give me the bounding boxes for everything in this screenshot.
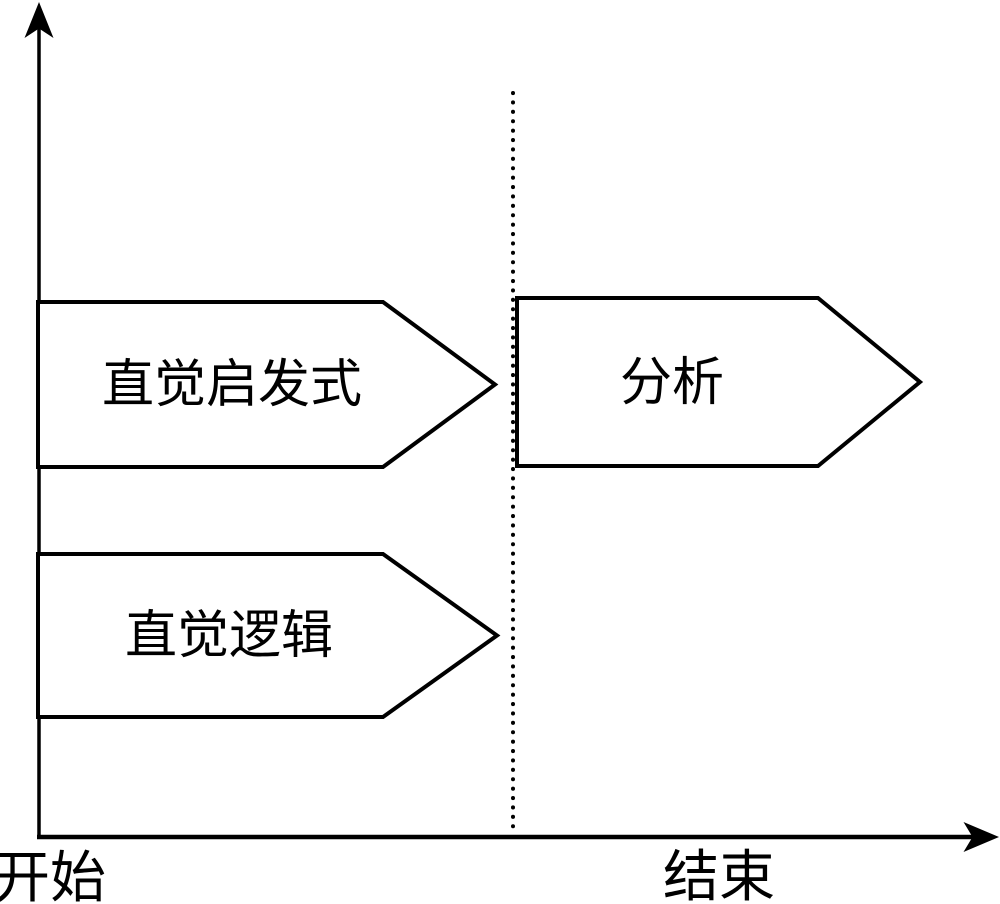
y-axis-arrowhead xyxy=(24,2,54,38)
stage-arrow-intuitive-heuristic xyxy=(36,300,499,469)
stage-arrow-intuitive-logic xyxy=(36,552,501,719)
stage-label-analysis: 分析 xyxy=(620,353,724,413)
stage-label-intuitive-heuristic: 直觉启发式 xyxy=(102,355,362,415)
axis-start-label: 开始 xyxy=(0,846,106,904)
axis-end-label: 结束 xyxy=(663,845,775,904)
stage-label-intuitive-logic: 直觉逻辑 xyxy=(125,606,333,666)
stage-arrow-analysis xyxy=(515,296,924,468)
x-axis-arrowhead xyxy=(963,822,999,852)
